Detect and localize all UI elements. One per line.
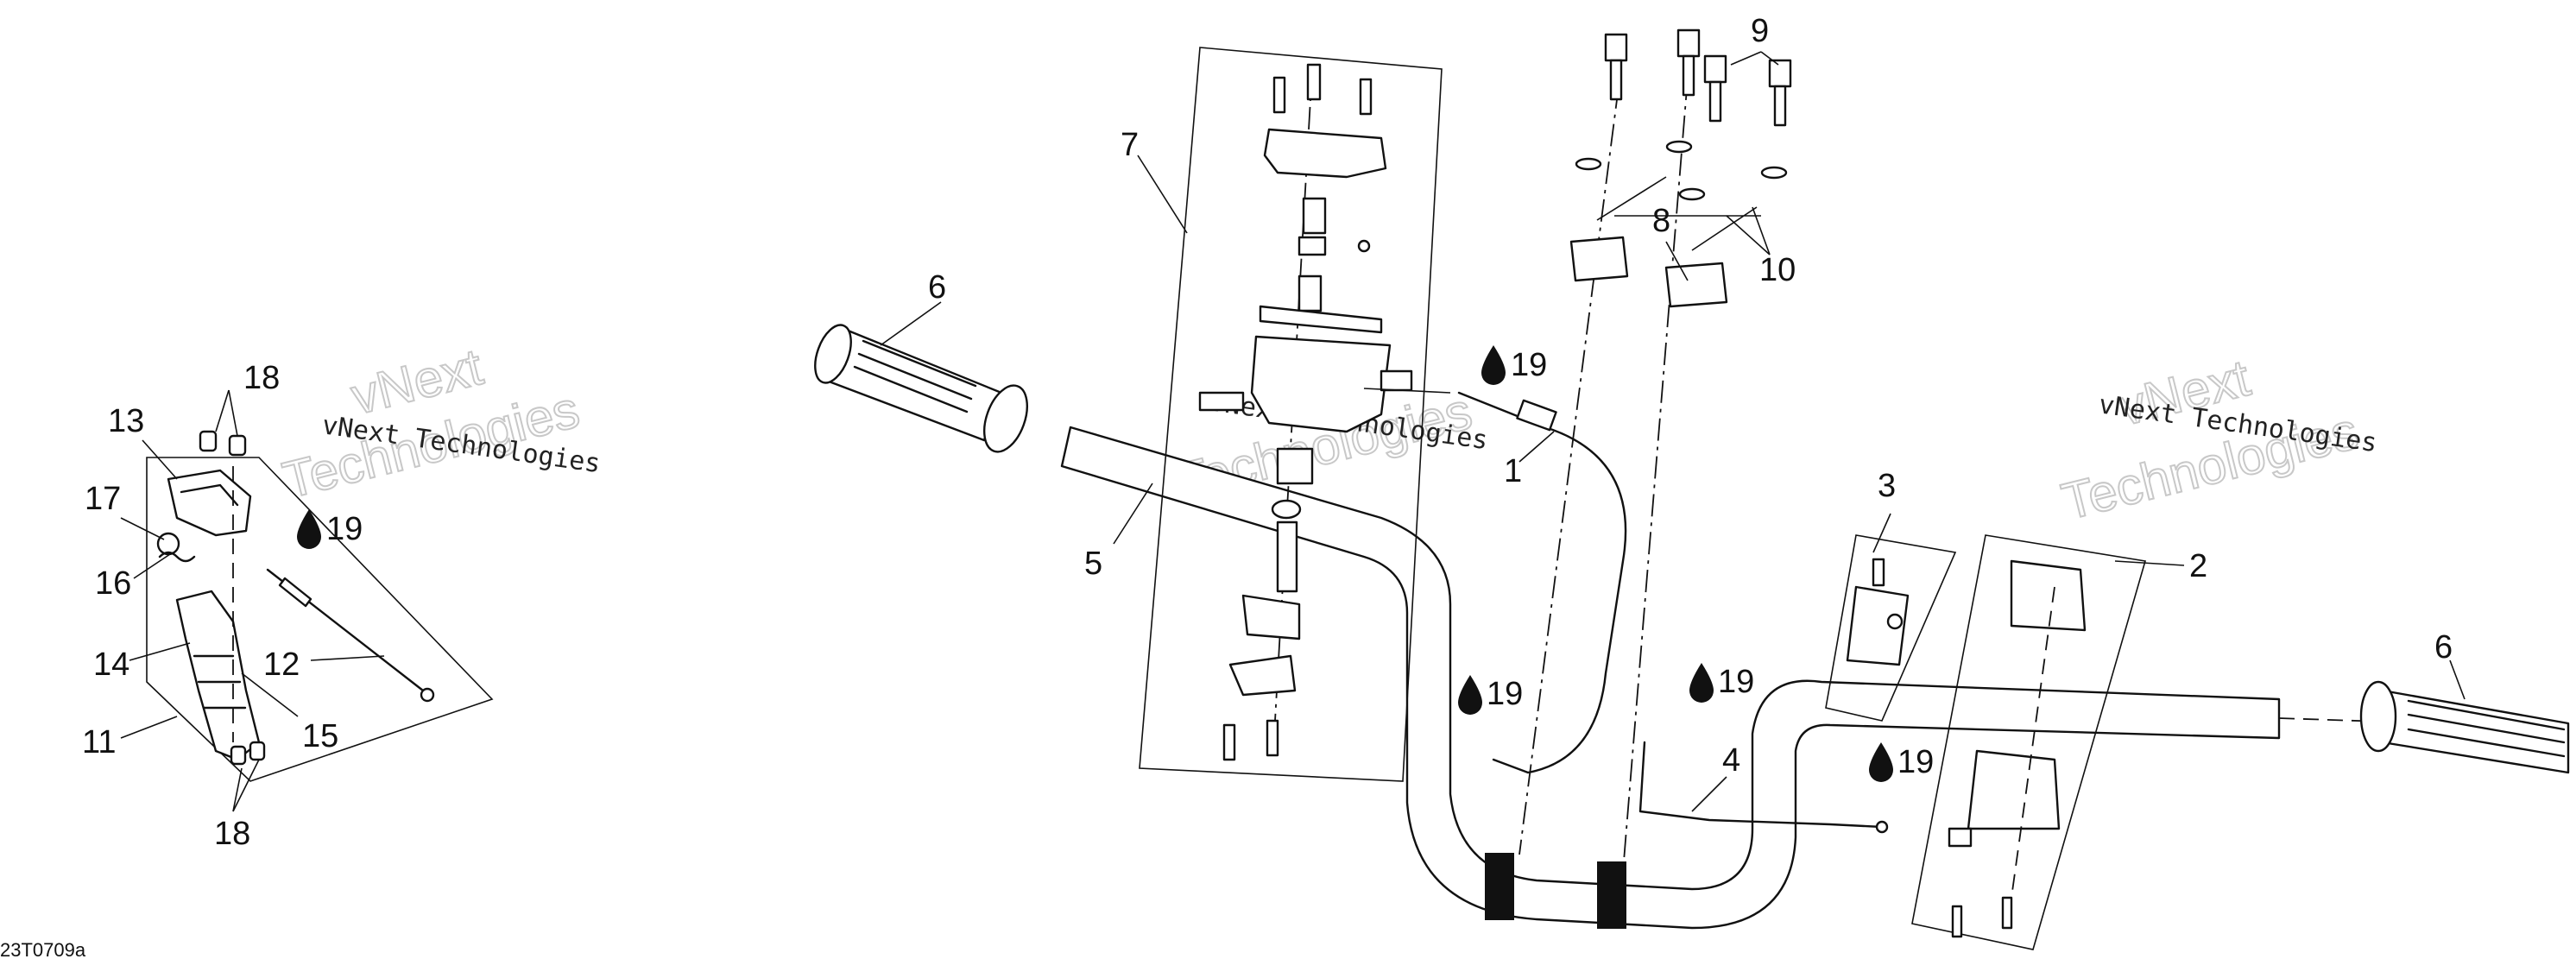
callout-label: 11	[82, 724, 116, 760]
callout-label: 19	[1487, 676, 1523, 712]
callout-label: 12	[263, 647, 300, 683]
callout-label: 10	[1759, 252, 1796, 288]
callout-label: 5	[1084, 546, 1102, 582]
handlebar-clamp	[1569, 236, 1629, 282]
bushing	[156, 532, 180, 556]
callout-label: 4	[1722, 742, 1740, 779]
clamp-bolts	[1518, 28, 1792, 873]
leader-lines	[120, 51, 2466, 812]
grip-left	[814, 324, 1028, 453]
sub-assembly-frame	[1911, 534, 2147, 950]
watermark-left: vNext Technologies	[276, 337, 585, 510]
callout-label: 6	[928, 269, 946, 306]
callout-label: 18	[214, 816, 250, 852]
drawing-code: 23T0709a	[0, 939, 86, 959]
callout-label: 7	[1121, 127, 1139, 163]
lever-housing	[167, 469, 252, 537]
callout-label: 19	[1511, 347, 1547, 383]
callout-label: 3	[1878, 468, 1896, 504]
brake-housing-assembly	[1911, 534, 2147, 950]
throttle-housing-assembly	[1139, 47, 1443, 782]
throttle-lever-assembly	[146, 430, 494, 782]
callout-label: 15	[302, 718, 338, 754]
callout-label: 1	[1504, 453, 1522, 489]
handlebar-clamp	[1664, 262, 1728, 308]
screw	[199, 430, 218, 452]
throttle-cable	[1457, 391, 1627, 774]
callout-label: 19	[1718, 664, 1754, 700]
callout-label: 14	[93, 647, 129, 683]
callout-label: 2	[2189, 548, 2207, 584]
callout-label: 19	[326, 511, 363, 547]
sub-assembly-frame	[1825, 534, 1957, 722]
callout-label: 6	[2434, 629, 2453, 666]
handlebar	[1060, 426, 2383, 930]
callout-label: 18	[243, 360, 280, 396]
sub-assembly-frame	[146, 457, 494, 782]
callout-label: 16	[95, 565, 131, 602]
lubricant-drop-icon	[297, 345, 1893, 782]
throttle-lever	[175, 590, 261, 761]
callout-label: 19	[1897, 744, 1934, 780]
screw	[228, 434, 247, 457]
callout-label: 9	[1751, 13, 1769, 49]
throttle-body	[1250, 335, 1392, 433]
cover-plate	[1263, 128, 1387, 179]
callout-label: 17	[85, 481, 121, 517]
switch-assembly	[1825, 534, 1957, 722]
sub-assembly-frame	[1139, 47, 1443, 782]
grip-right	[2359, 680, 2570, 774]
callout-label: 13	[108, 403, 144, 439]
brake-cable	[1638, 741, 1884, 829]
callout-label: 8	[1652, 203, 1670, 239]
